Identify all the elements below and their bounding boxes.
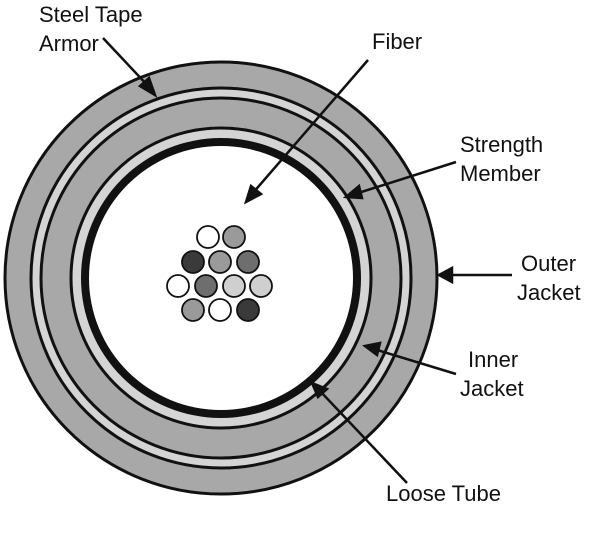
strength-member-label-line2: Member xyxy=(460,161,541,186)
fiber-strand xyxy=(181,298,205,322)
callout-labels: Steel Tape Armor Fiber Strength Member O… xyxy=(39,2,581,506)
inner-jacket-label-line2: Jacket xyxy=(460,376,524,401)
fiber-strand xyxy=(236,298,260,322)
fiber-strand xyxy=(249,274,273,298)
fiber-strand xyxy=(166,274,190,298)
fiber-strand xyxy=(194,274,218,298)
fiber-strand xyxy=(181,250,205,274)
fiber-label: Fiber xyxy=(372,29,422,54)
steel-tape-armor-arrow xyxy=(102,37,158,98)
loose-tube-label: Loose Tube xyxy=(386,481,501,506)
strength-member-arrow xyxy=(342,160,457,200)
fiber-strand xyxy=(208,298,232,322)
loose-tube-interior xyxy=(89,146,353,410)
inner-jacket-arrow xyxy=(362,341,457,376)
loose-tube-arrow xyxy=(309,380,408,484)
fiber-bundle xyxy=(166,225,273,322)
outer-jacket-label-line1: Outer xyxy=(521,251,576,276)
fiber-strand xyxy=(236,250,260,274)
fiber-strand xyxy=(208,250,232,274)
fiber-strand xyxy=(222,225,246,249)
steel-tape-armor-label-line1: Steel Tape xyxy=(39,2,143,27)
inner-jacket-label-line1: Inner xyxy=(468,347,518,372)
leader-arrows xyxy=(102,37,512,484)
cable-rings xyxy=(3,60,439,496)
outer-jacket-arrow xyxy=(436,265,512,285)
fiber-arrow xyxy=(243,59,369,205)
fiber-strand xyxy=(222,274,246,298)
fiber-strand xyxy=(196,225,220,249)
outer-jacket-label-line2: Jacket xyxy=(517,280,581,305)
steel-tape-armor-label-line2: Armor xyxy=(39,31,99,56)
strength-member-label-line1: Strength xyxy=(460,132,543,157)
